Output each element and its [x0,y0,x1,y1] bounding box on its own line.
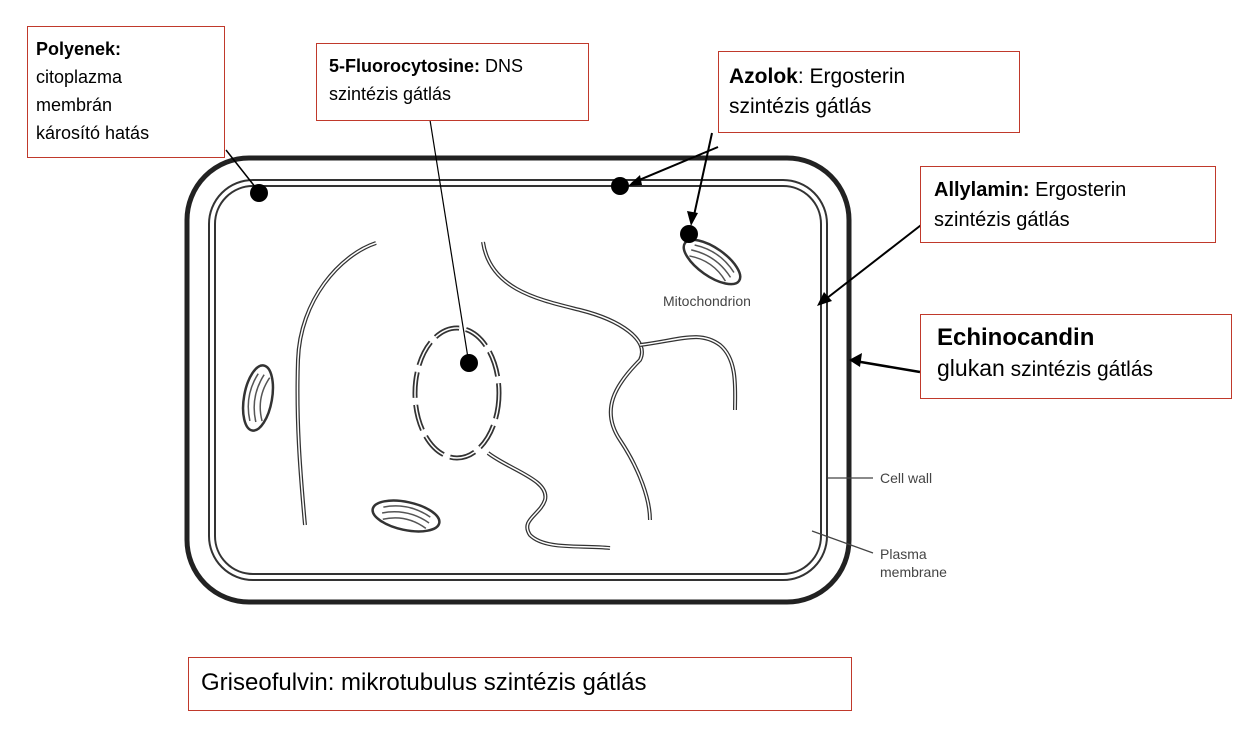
microtubule-tail-inner [487,452,611,549]
arrowhead-azolok-membrane [628,175,642,186]
allylamin-line2: szintézis gátlás [934,209,1070,231]
mitochondrion-left [241,364,275,432]
cell-wall [184,155,852,605]
mitochondrion-bottom [371,499,441,533]
azolok-line2: szintézis gátlás [729,95,872,118]
microtubule-branch-inner [639,336,736,411]
polyenek-line1: citoplazma [36,67,123,87]
plasma-membrane-inner [214,185,822,575]
label-plasma-line1: Plasma [880,546,927,562]
arrow-azolok-membrane [631,146,719,184]
target-dot-azolok-mito [680,225,698,243]
target-dot-polyenek [250,184,268,202]
echinocandin-glukan: glukan [937,355,1005,381]
callout-polyenek: Polyenek: citoplazma membrán károsító ha… [27,26,225,158]
microtubule-tail [486,451,611,550]
target-dot-azolok-membrane [611,177,629,195]
echinocandin-line2: glukan szintézis gátlás [937,353,1215,385]
label-plasma-membrane: Plasma membrane [880,545,947,581]
polyenek-title: Polyenek: [36,39,122,59]
callout-azolok: Azolok: Ergosterin szintézis gátlás [718,51,1020,133]
microtubule-branch [639,335,738,411]
arrowhead-allylamin [817,292,832,306]
polyenek-line3: károsító hatás [36,123,150,143]
echinocandin-rest: szintézis gátlás [1004,358,1154,381]
microtubule-left [295,241,377,526]
nucleus-inner [414,327,500,459]
pointer-fluorocytosine [429,119,469,359]
callout-griseofulvin: Griseofulvin: mikrotubulus szintézis gát… [188,657,852,711]
callout-echinocandin: Echinocandin glukan szintézis gátlás [920,314,1232,399]
mitochondrion-top-right [682,238,742,286]
target-dot-nucleus [460,354,478,372]
allylamin-title: Allylamin: [934,179,1030,201]
echinocandin-title: Echinocandin [937,324,1095,351]
callout-fluorocytosine: 5-Fluorocytosine: DNS szintézis gátlás [316,43,589,121]
azolok-rest: : Ergosterin [797,65,906,88]
label-cell-wall: Cell wall [880,470,933,486]
label-mitochondrion: Mitochondrion [663,293,751,309]
polyenek-line2: membrán [36,95,113,115]
microtubule-left-inner [296,242,377,526]
allylamin-rest: Ergosterin [1029,179,1127,201]
fluorocytosine-rest: DNS [480,56,524,76]
griseofulvin-text: Griseofulvin: mikrotubulus szintézis gát… [201,669,647,696]
arrowhead-echinocandin [849,353,862,367]
pointer-polyenek [225,149,257,189]
fluorocytosine-line2: szintézis gátlás [329,84,452,104]
fluorocytosine-title: 5-Fluorocytosine: [329,56,481,76]
callout-allylamin: Allylamin: Ergosterin szintézis gátlás [920,166,1216,243]
microtubule-right-inner [482,241,651,521]
arrow-echinocandin [854,359,921,374]
plasma-membrane-outer [208,179,828,581]
arrow-azolok-mito [692,132,713,221]
azolok-title: Azolok [729,65,798,88]
arrow-allylamin [821,221,926,303]
arrowhead-azolok-mito [687,211,698,226]
pointer-plasma-membrane [811,530,874,554]
label-plasma-line2: membrane [880,564,947,580]
